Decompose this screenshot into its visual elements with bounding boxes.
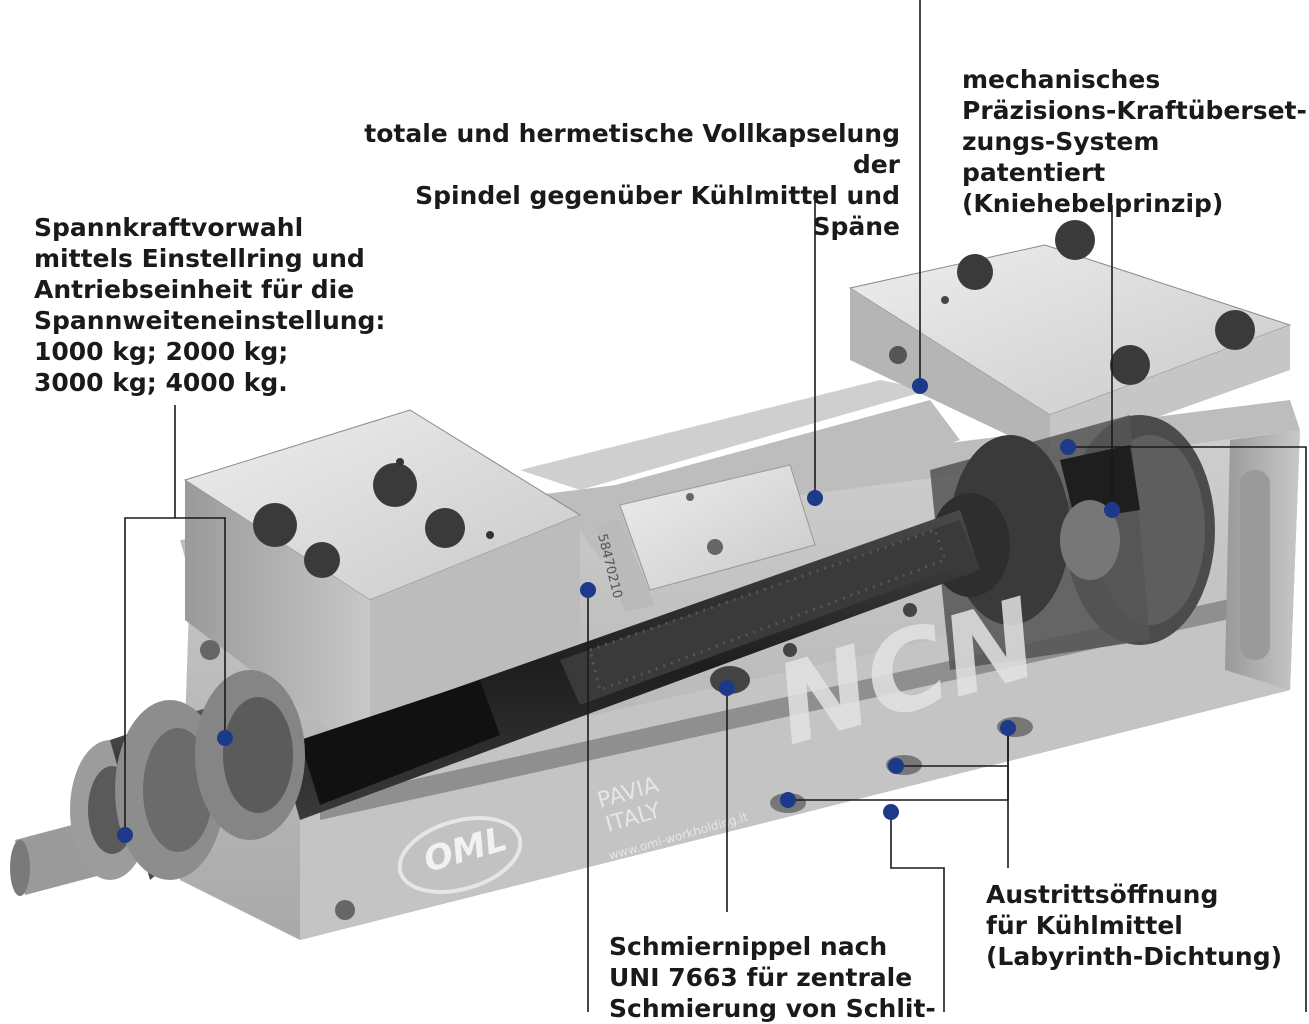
leader-lines	[124, 0, 1307, 1012]
marker-dot	[888, 758, 904, 774]
marker-dot	[1000, 720, 1016, 736]
oml-logo	[397, 816, 523, 894]
marker-dot	[883, 804, 899, 820]
grease-nipple-label: Schmiernippel nach UNI 7663 für zentrale…	[609, 932, 936, 1023]
marker-dot	[719, 680, 735, 696]
marker-dot	[912, 378, 928, 394]
marker-dot	[780, 792, 796, 808]
marker-dot	[807, 490, 823, 506]
marker-dot	[1104, 502, 1120, 518]
encapsulation-label: totale und hermetische Vollkapselung der…	[364, 119, 900, 241]
fixed-jaw	[848, 220, 1292, 455]
guide-rails	[520, 380, 960, 612]
force-transmission-label: mechanisches Präzisions-Kraftüberset- zu…	[962, 65, 1307, 218]
marker-dot	[580, 582, 596, 598]
moving-jaw	[183, 409, 582, 760]
clamping-unit	[930, 415, 1215, 670]
marker-dot	[117, 827, 133, 843]
marker-dots	[117, 378, 1120, 843]
marker-dot	[217, 730, 233, 746]
adjustment-knob	[10, 670, 305, 896]
spindle	[280, 510, 980, 820]
clamping-force-label: Spannkraftvorwahl mittels Einstellring u…	[34, 213, 386, 397]
marker-dot	[1060, 439, 1076, 455]
coolant-outlet-label: Austrittsöffnung für Kühlmittel (Labyrin…	[986, 880, 1283, 971]
